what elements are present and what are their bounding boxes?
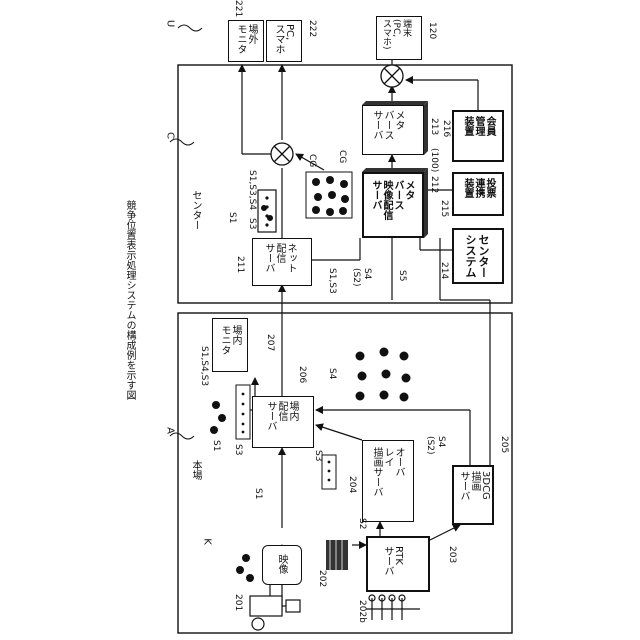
label-squiggle [178,25,202,31]
signal-label: S1 [252,488,263,499]
net-delivery-server-box: ネット 配信 サーバ [252,238,312,286]
metaverse-server-box: メタ バース サーバ [362,105,424,155]
mixer-icon [271,143,293,165]
signal-label: S5 [396,270,407,281]
signal-label: S1,S3 [326,268,337,294]
camera-icon [250,596,300,630]
antenna-icon [326,540,348,570]
center-system-box: センター システム [452,228,504,284]
center-name: センター [190,190,201,230]
signal-label: CG [306,154,317,167]
center-system-id: 214 [438,262,449,279]
signal-label: S3 [312,450,323,461]
membership-id: 216 [440,120,451,137]
overlay-server-box: オーバ レイ 描画サーバ [362,440,414,522]
antenna-id: 202 [316,570,327,587]
venue-delivery-id: 206 [296,366,307,383]
signal-label: S1,S3,S4 [246,170,257,210]
membership-box: 会員 管理 装置 [452,110,504,162]
metaverse-server-id: 213 [428,118,439,135]
signal-label: CG [336,150,347,163]
venue-monitor-box: 場内 モニタ [212,318,248,372]
cg-render-id: 205 [498,436,509,453]
pc-smartphone-id: 222 [306,20,317,37]
signal-label: S1 [210,440,221,451]
terminal-id: 120 [426,22,437,39]
net-delivery-id: 211 [234,256,245,273]
signal-label: S4 (S2) [350,268,372,286]
rtk-server-box: RTK サーバ [366,536,430,592]
venue-delivery-server-box: 場内 配信 サーバ [252,396,314,448]
cg-render-server-box: 3DCG 描画 サーバ [452,465,494,525]
metaverse-video-id2: (100) [428,148,439,172]
center-label: C [165,126,176,146]
signal-label: S3 [246,218,257,229]
signal-label: S2 [356,518,367,529]
venue-label: A [165,421,176,441]
mixer-icon [381,65,403,87]
bikes-icon [366,595,420,620]
video-box: 映像 [262,545,302,585]
voting-box: 投票 連携 装置 [452,172,504,216]
external-monitor-id: 221 [232,0,243,17]
pc-smartphone-box: PC, スマホ [266,20,302,62]
voting-id: 215 [438,200,449,217]
signal-label: S1,S4,S3 [198,346,209,386]
cg-riders-image [306,172,352,218]
signal-label: S4 [326,368,337,379]
figure-title: 競争位置表示処理システムの構成例を示す図 [124,200,135,400]
metaverse-video-server-box: メタ バース 映像配信 サーバ [362,172,424,238]
overlay-id: 204 [346,476,357,493]
signal-label: S4 (S2) [424,436,446,454]
venue-name: 本場 [190,460,201,480]
rtk-id: 203 [446,546,457,563]
system-label: U [165,14,176,34]
metaverse-video-id: 212 [428,176,439,193]
terminal-box: 端末 (PC, スマホ) [376,16,422,60]
signal-label: S1 [226,212,237,223]
venue-monitor-id: 207 [264,334,275,351]
bikes-id: 202b [356,600,367,623]
riders-label: K [202,535,213,549]
camera-id: 201 [232,594,243,611]
external-monitor-box: 場外 モニタ [228,20,264,62]
signal-label: S3 [232,444,243,455]
